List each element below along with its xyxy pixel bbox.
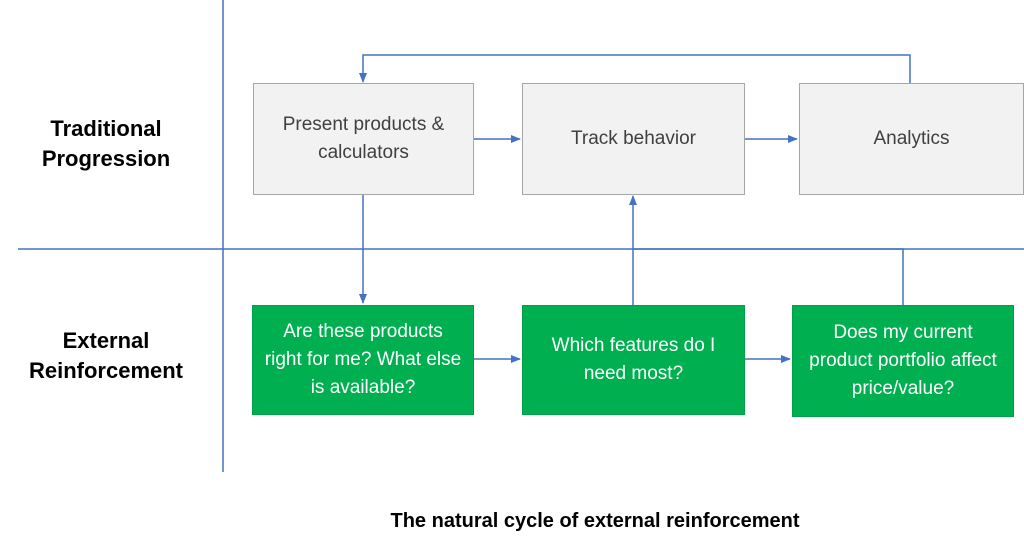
line-portfolio-to-track xyxy=(633,248,904,305)
row-label-traditional-progression: Traditional Progression xyxy=(6,114,206,174)
node-label: Which features do I need most? xyxy=(551,335,716,384)
row-label-line: Traditional xyxy=(50,116,162,141)
diagram-caption: The natural cycle of external reinforcem… xyxy=(390,510,800,532)
row-label-line: Reinforcement xyxy=(28,358,184,383)
node-label: Track behavior xyxy=(571,128,696,149)
arrow-analytics-to-present xyxy=(359,54,911,83)
row-label-line: Progression xyxy=(41,146,171,171)
node-portfolio: Does my current product portfolio affect… xyxy=(792,305,1014,417)
node-label: Does my current product portfolio affect… xyxy=(809,322,997,399)
row-label-external-reinforcement: External Reinforcement xyxy=(6,326,206,386)
node-features: Which features do I need most? xyxy=(522,305,745,415)
row-label-line: External xyxy=(62,328,150,353)
node-track-behavior: Track behavior xyxy=(522,83,745,195)
node-label: Analytics xyxy=(873,128,950,149)
node-right-for-me: Are these products right for me? What el… xyxy=(252,305,474,415)
node-analytics: Analytics xyxy=(799,83,1024,195)
node-label: Present products & calculators xyxy=(282,114,445,163)
node-present-products: Present products & calculators xyxy=(253,83,474,195)
node-label: Are these products right for me? What el… xyxy=(264,321,462,398)
